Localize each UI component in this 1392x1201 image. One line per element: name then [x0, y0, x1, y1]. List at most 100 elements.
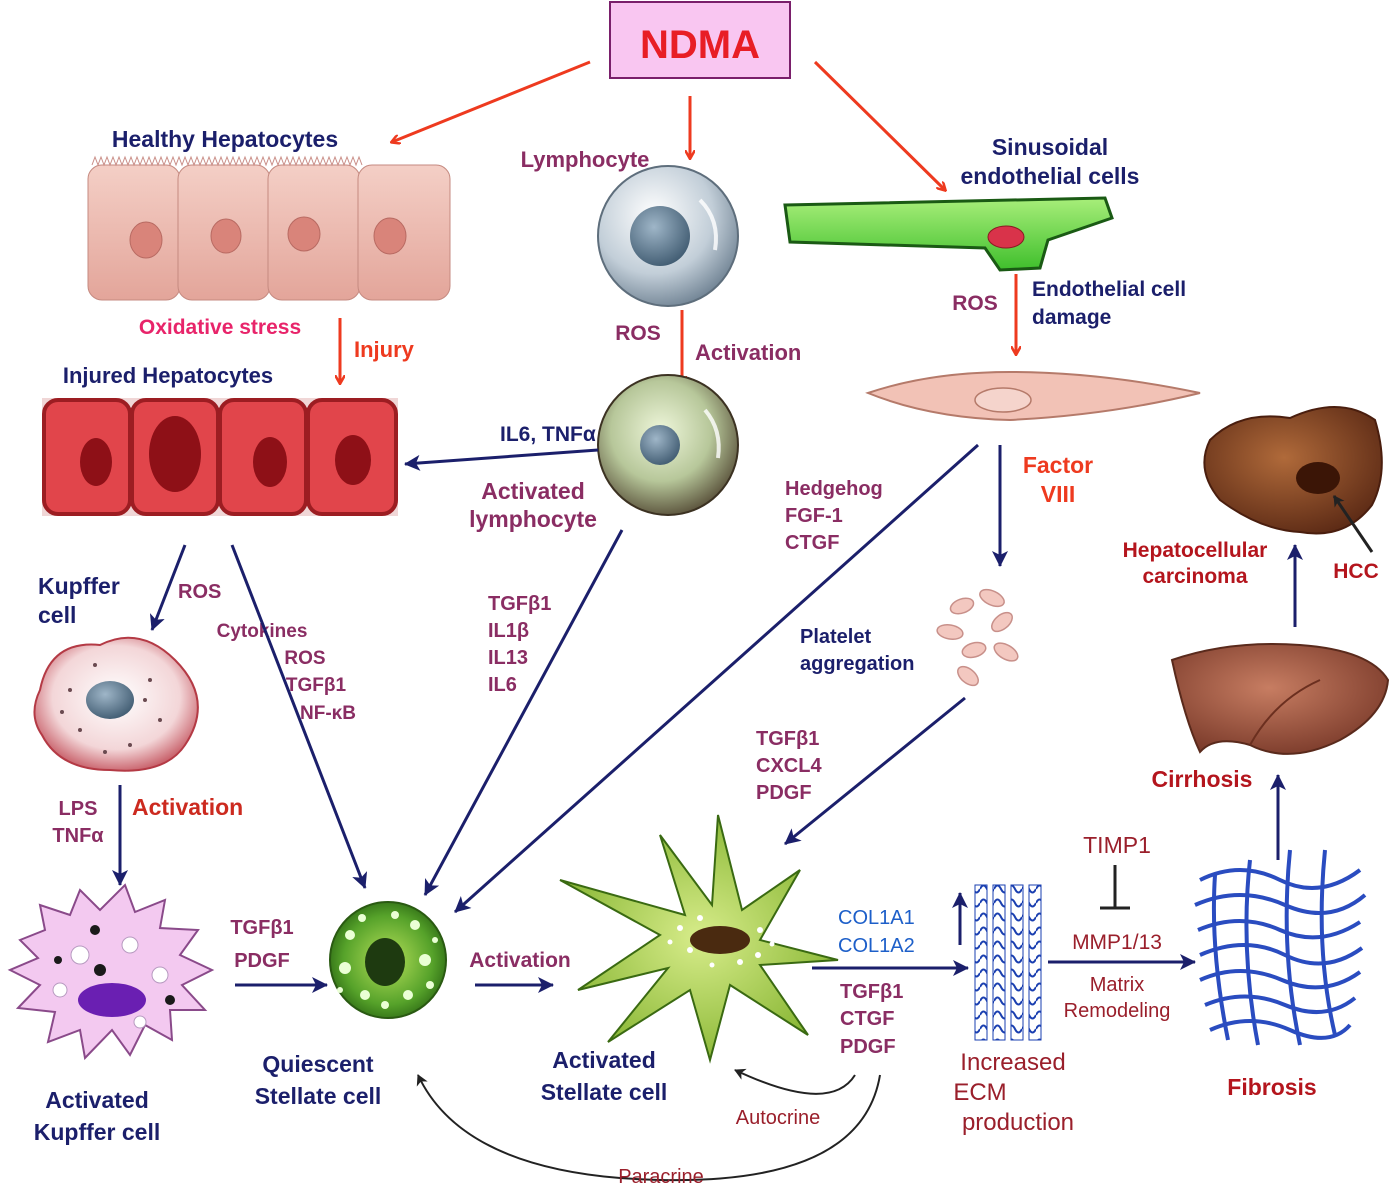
platelet-image: [936, 588, 1019, 687]
sinusoidal-label-1: Sinusoidal: [992, 134, 1108, 160]
endothelial-damage-label-1: Endothelial cell: [1032, 278, 1186, 301]
arrow-lymph-to-stellate: [423, 529, 624, 896]
ecm-label-1: Increased: [960, 1049, 1065, 1076]
arrow-to-hepatocytes: [392, 60, 591, 142]
paracrine-label: Paracrine: [618, 1166, 704, 1188]
arrow-lymph-to-injured: [404, 448, 599, 471]
tgf-il-label-3: IL13: [488, 647, 528, 669]
cytokines-label-3: TGFβ1: [286, 675, 347, 696]
hedgehog-label-3: CTGF: [785, 532, 839, 554]
hcc-organ-label-1: Hepatocellular: [1123, 539, 1268, 562]
activated-lymphocyte-label-1: Activated: [481, 478, 585, 504]
col1a1-label: COL1A1: [838, 907, 915, 929]
oxidative-stress-label: Oxidative stress: [139, 316, 301, 339]
activated-lymphocyte-label-2: lymphocyte: [469, 506, 597, 532]
activated-stellate-image: [559, 814, 839, 1064]
quiescent-stellate-label-2: Stellate cell: [255, 1083, 382, 1109]
arrow-injured-to-kupffer: [149, 544, 187, 631]
matrix-label-1: Matrix: [1090, 974, 1144, 996]
ecm-fibers-image: [974, 884, 1042, 1041]
tgf-il-label-1: TGFβ1: [488, 593, 551, 615]
hedgehog-label-2: FGF-1: [785, 505, 843, 527]
kupffer-cell-image: [33, 636, 199, 772]
lymphocyte-label: Lymphocyte: [521, 147, 650, 172]
activated-kupffer-label-1: Activated: [45, 1087, 149, 1113]
timp1-label: TIMP1: [1083, 832, 1151, 858]
kupffer-ros-label: ROS: [178, 581, 221, 603]
il6-tnf-label: IL6, TNFα: [500, 423, 596, 446]
activated-kupffer-label-2: Kupffer cell: [34, 1119, 161, 1145]
feedback-loops: [416, 1068, 881, 1182]
fibrosis-label: Fibrosis: [1227, 1074, 1316, 1100]
stellate-tgf-label: TGFβ1: [840, 981, 903, 1003]
hcc-liver-image: [1203, 406, 1383, 535]
kupffer-label-2: cell: [38, 602, 76, 628]
sinusoidal-label-2: endothelial cells: [961, 163, 1140, 189]
factor-viii-label-2: VIII: [1041, 481, 1076, 507]
kupffer-tgf-label: TGFβ1: [230, 917, 293, 939]
injured-hepatocytes-image: [42, 398, 398, 516]
tnf-label: TNFα: [52, 825, 104, 847]
timp1-inhibition: [1100, 865, 1130, 910]
kupffer-activation-label: Activation: [132, 794, 243, 820]
tgf-il-label-2: IL1β: [488, 620, 529, 642]
hcc-label: HCC: [1333, 560, 1379, 583]
cirrhosis-liver-image: [1170, 643, 1390, 755]
tgf-cxcl-label-1: TGFβ1: [756, 728, 819, 750]
ndma-arrows: [340, 60, 1016, 384]
ecm-label-3: production: [962, 1109, 1074, 1136]
lps-label: LPS: [59, 798, 98, 820]
hedgehog-label-1: Hedgehog: [785, 478, 883, 500]
injured-hepatocytes-label: Injured Hepatocytes: [63, 363, 273, 388]
autocrine-label: Autocrine: [736, 1107, 821, 1129]
endothelial-cell-image: [783, 196, 1114, 272]
kupffer-label-1: Kupffer: [38, 573, 120, 599]
quiescent-stellate-image: [329, 901, 447, 1019]
hcc-organ-label-2: carcinoma: [1142, 565, 1247, 588]
endothelial-damage-label-2: damage: [1032, 306, 1111, 329]
ecm-label-2: ECM: [953, 1079, 1006, 1106]
healthy-hepatocytes-image: [87, 155, 451, 301]
platelet-label-2: aggregation: [800, 653, 914, 675]
tgf-cxcl-label-2: CXCL4: [756, 755, 822, 777]
damaged-endothelial-image: [865, 370, 1201, 422]
cytokines-label-4: NF-κB: [300, 703, 356, 724]
mmp-label: MMP1/13: [1072, 931, 1162, 954]
quiescent-stellate-label-1: Quiescent: [262, 1051, 374, 1077]
activated-kupffer-image: [7, 883, 215, 1061]
cytokines-label-2: ROS: [284, 648, 325, 669]
kupffer-pdgf-label: PDGF: [234, 950, 290, 972]
stellate-pdgf-label: PDGF: [840, 1036, 896, 1058]
factor-viii-label-1: Factor: [1023, 452, 1093, 478]
platelet-label-1: Platelet: [800, 626, 871, 648]
tgf-il-label-4: IL6: [488, 674, 517, 696]
tgf-cxcl-label-3: PDGF: [756, 782, 812, 804]
cytokines-label-1: Cytokines: [217, 621, 308, 642]
arrow-injured-to-stellate: [230, 544, 368, 889]
stellate-activation-label: Activation: [469, 949, 571, 972]
healthy-hepatocytes-label: Healthy Hepatocytes: [112, 126, 338, 152]
lymphocyte-image: [597, 165, 739, 307]
injury-label: Injury: [354, 337, 415, 362]
autocrine-loop: [734, 1068, 856, 1095]
arrow-platelet-to-stellate: [784, 696, 966, 846]
arrow-to-endothelial: [813, 60, 945, 190]
stellate-ctgf-label: CTGF: [840, 1008, 894, 1030]
activated-stellate-label-1: Activated: [552, 1047, 656, 1073]
pathway-arrows: [112, 443, 1303, 993]
cirrhosis-label: Cirrhosis: [1152, 766, 1253, 792]
endo-ros-label: ROS: [952, 292, 998, 315]
paracrine-loop: [416, 1074, 881, 1182]
col1a2-label: COL1A2: [838, 935, 915, 957]
ndma-title-box: NDMA: [609, 1, 791, 79]
hcc-pointer-arrow: [1332, 495, 1374, 553]
ndma-title: NDMA: [640, 23, 760, 67]
activated-stellate-label-2: Stellate cell: [541, 1079, 668, 1105]
lymph-ros-label: ROS: [615, 322, 661, 345]
activated-lymphocyte-image: [597, 374, 739, 516]
fibrosis-image: [1194, 849, 1367, 1046]
lymph-activation-label: Activation: [695, 340, 801, 365]
arrow-endothelial-to-stellate: [454, 443, 979, 914]
